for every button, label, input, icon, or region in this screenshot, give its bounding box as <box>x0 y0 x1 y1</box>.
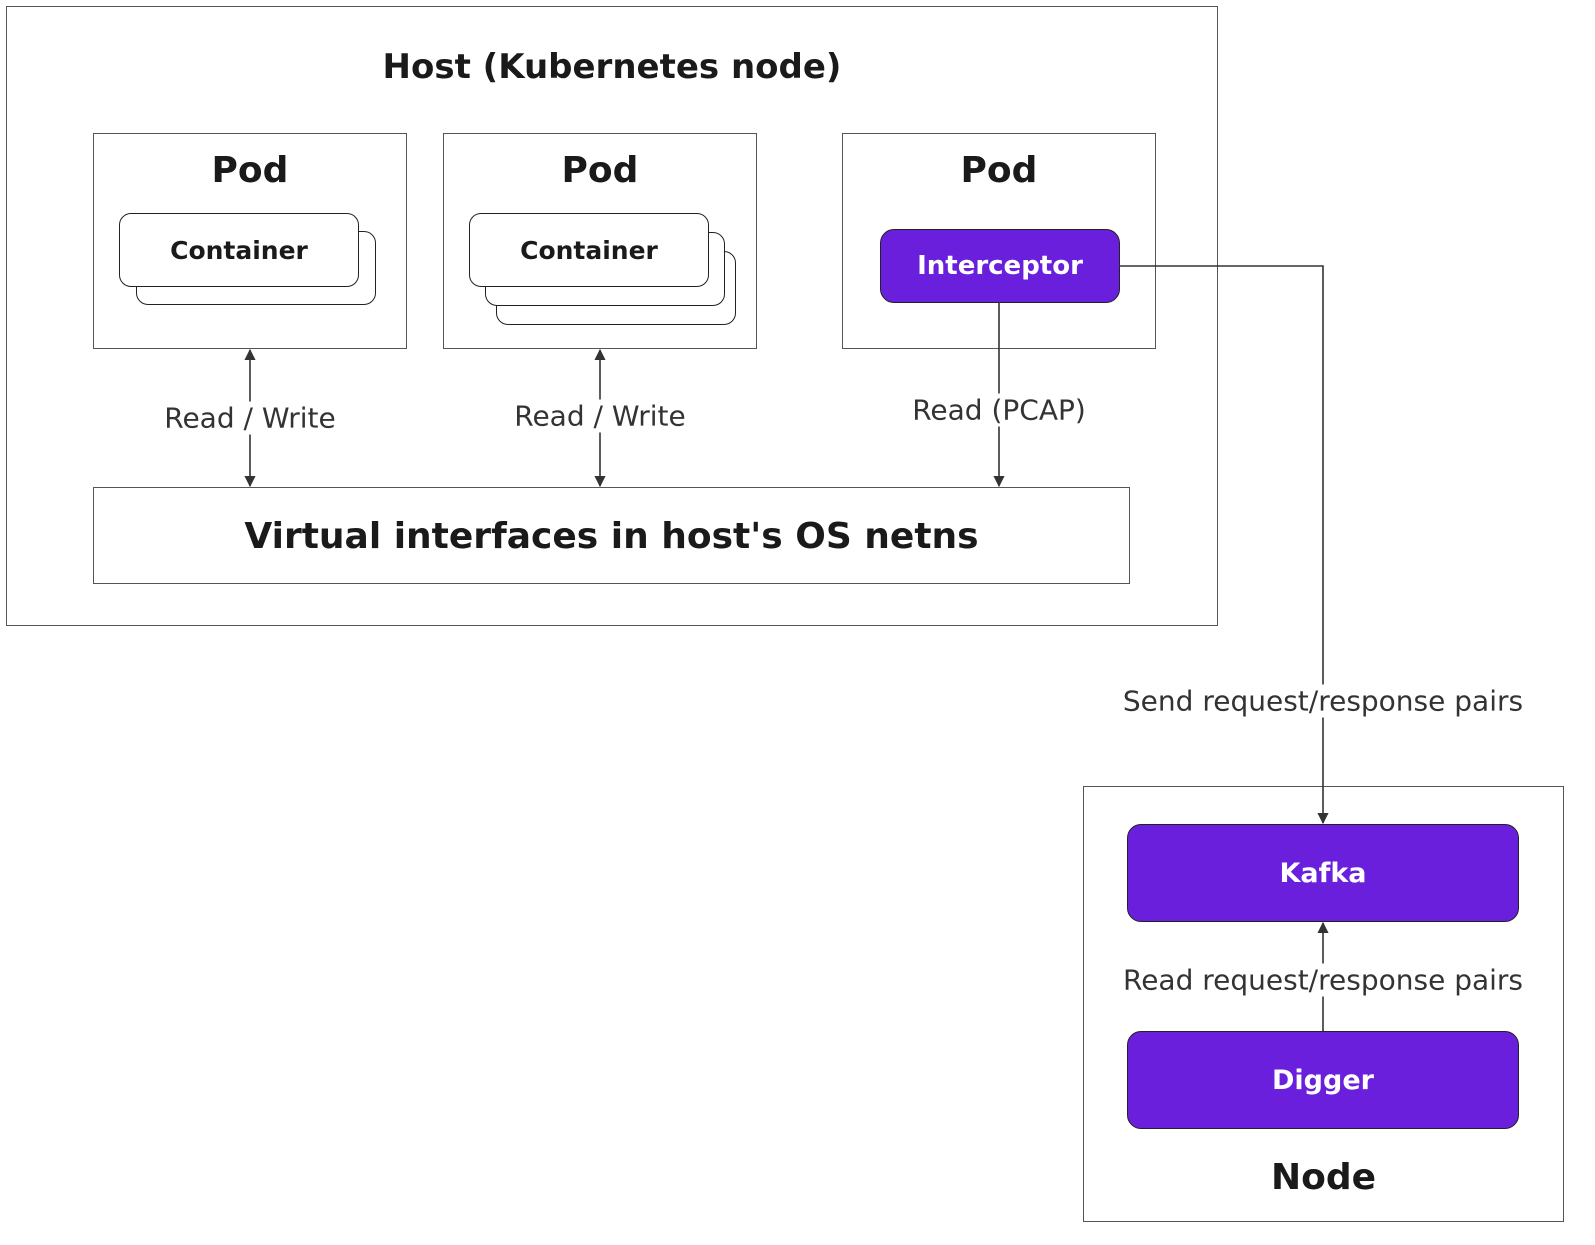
kafka-node[interactable]: Kafka <box>1127 824 1519 922</box>
edge-label-send: Send request/response pairs <box>1118 684 1528 718</box>
container-label-2: Container <box>520 235 658 265</box>
host-title: Host (Kubernetes node) <box>382 47 842 87</box>
edge-label-read-pairs: Read request/response pairs <box>1118 963 1528 997</box>
pod-title-1: Pod <box>211 150 289 191</box>
container-card-2[interactable]: Container <box>469 213 709 287</box>
container-card-1[interactable]: Container <box>119 213 359 287</box>
edge-label-pod2: Read / Write <box>510 399 690 433</box>
digger-node[interactable]: Digger <box>1127 1031 1519 1129</box>
edge-label-pod1: Read / Write <box>160 401 340 435</box>
pod-box-1: Pod Container <box>93 133 407 349</box>
netns-box: Virtual interfaces in host's OS netns <box>93 487 1130 584</box>
kafka-label: Kafka <box>1279 857 1367 889</box>
pod-title-3: Pod <box>960 150 1038 191</box>
pod-box-2: Pod Container <box>443 133 757 349</box>
digger-label: Digger <box>1272 1064 1374 1096</box>
netns-label: Virtual interfaces in host's OS netns <box>244 516 979 557</box>
interceptor-node[interactable]: Interceptor <box>880 229 1120 303</box>
pod-title-2: Pod <box>561 150 639 191</box>
interceptor-label: Interceptor <box>917 251 1083 281</box>
container-label-1: Container <box>170 235 308 265</box>
edge-label-pcap: Read (PCAP) <box>908 393 1090 427</box>
node-title: Node <box>1270 1157 1377 1198</box>
pod-box-3: Pod Interceptor <box>842 133 1156 349</box>
